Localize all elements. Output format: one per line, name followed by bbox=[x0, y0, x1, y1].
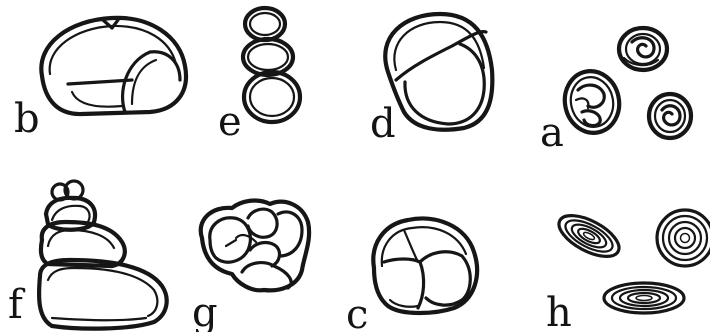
figure-label-b: b bbox=[14, 96, 40, 142]
conical-stacked-shell-drawing bbox=[39, 181, 167, 329]
globular-chamber-shell-drawing bbox=[373, 218, 477, 313]
figure-label-c: c bbox=[346, 292, 368, 332]
figure-label-a: a bbox=[540, 110, 564, 156]
spiral-ring-cluster-drawing bbox=[553, 207, 710, 313]
clustered-chamber-shell-drawing bbox=[201, 201, 309, 291]
figure-h: h bbox=[546, 207, 710, 332]
three-chamber-shell-drawing bbox=[41, 18, 186, 114]
coiled-shell-cluster-drawing bbox=[559, 28, 691, 138]
figure-label-h: h bbox=[546, 290, 572, 332]
figure-label-g: g bbox=[192, 290, 218, 332]
figure-label-d: d bbox=[370, 101, 396, 147]
figure-g: g bbox=[192, 201, 309, 332]
figure-label-f: f bbox=[8, 282, 26, 328]
figure-e: e bbox=[218, 8, 300, 145]
figure-a: a bbox=[540, 28, 691, 156]
two-chamber-shell-drawing bbox=[385, 14, 492, 130]
figure-b: b bbox=[14, 18, 186, 142]
figure-c: c bbox=[346, 218, 477, 332]
figure-d: d bbox=[370, 14, 492, 147]
three-chamber-chain-drawing bbox=[243, 8, 300, 122]
figure-f: f bbox=[8, 181, 167, 329]
figure-label-e: e bbox=[218, 99, 242, 145]
